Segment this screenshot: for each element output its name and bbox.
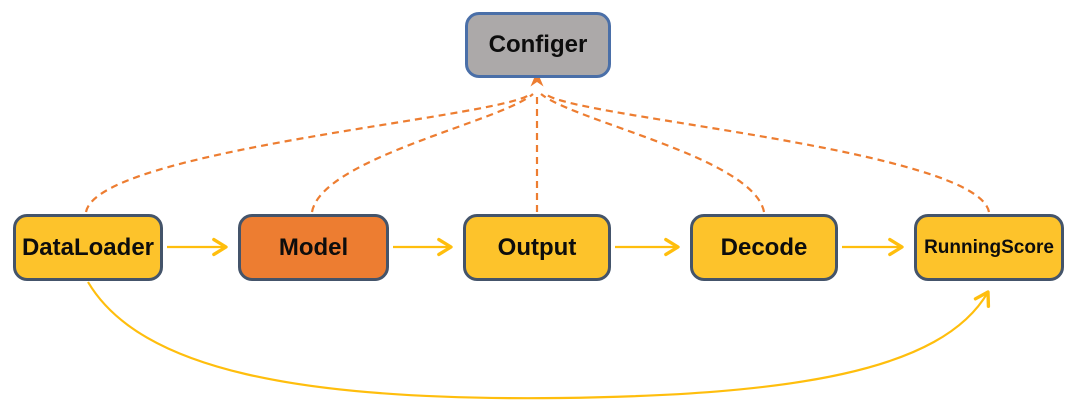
- node-configer-label: Configer: [488, 31, 588, 58]
- edge-model-to-configer: [310, 93, 534, 213]
- node-runningscore: RunningScore: [914, 214, 1064, 281]
- node-output: Output: [463, 214, 611, 281]
- configer-arrowhead: [530, 71, 544, 87]
- node-decode: Decode: [690, 214, 838, 281]
- node-output-label: Output: [497, 233, 577, 261]
- node-model: Model: [238, 214, 389, 281]
- edge-decode-to-configer: [540, 93, 766, 213]
- node-dataloader: DataLoader: [13, 214, 163, 281]
- node-configer: Configer: [465, 12, 611, 78]
- node-decode-label: Decode: [720, 233, 808, 261]
- node-runningscore-label: RunningScore: [924, 236, 1054, 258]
- edge-dataloader-to-configer: [84, 94, 530, 213]
- node-model-label: Model: [278, 233, 349, 261]
- edge-runningscore-to-configer: [546, 94, 991, 213]
- node-dataloader-label: DataLoader: [21, 233, 155, 261]
- edge-dataloader-to-runningscore-feedback: [87, 281, 991, 400]
